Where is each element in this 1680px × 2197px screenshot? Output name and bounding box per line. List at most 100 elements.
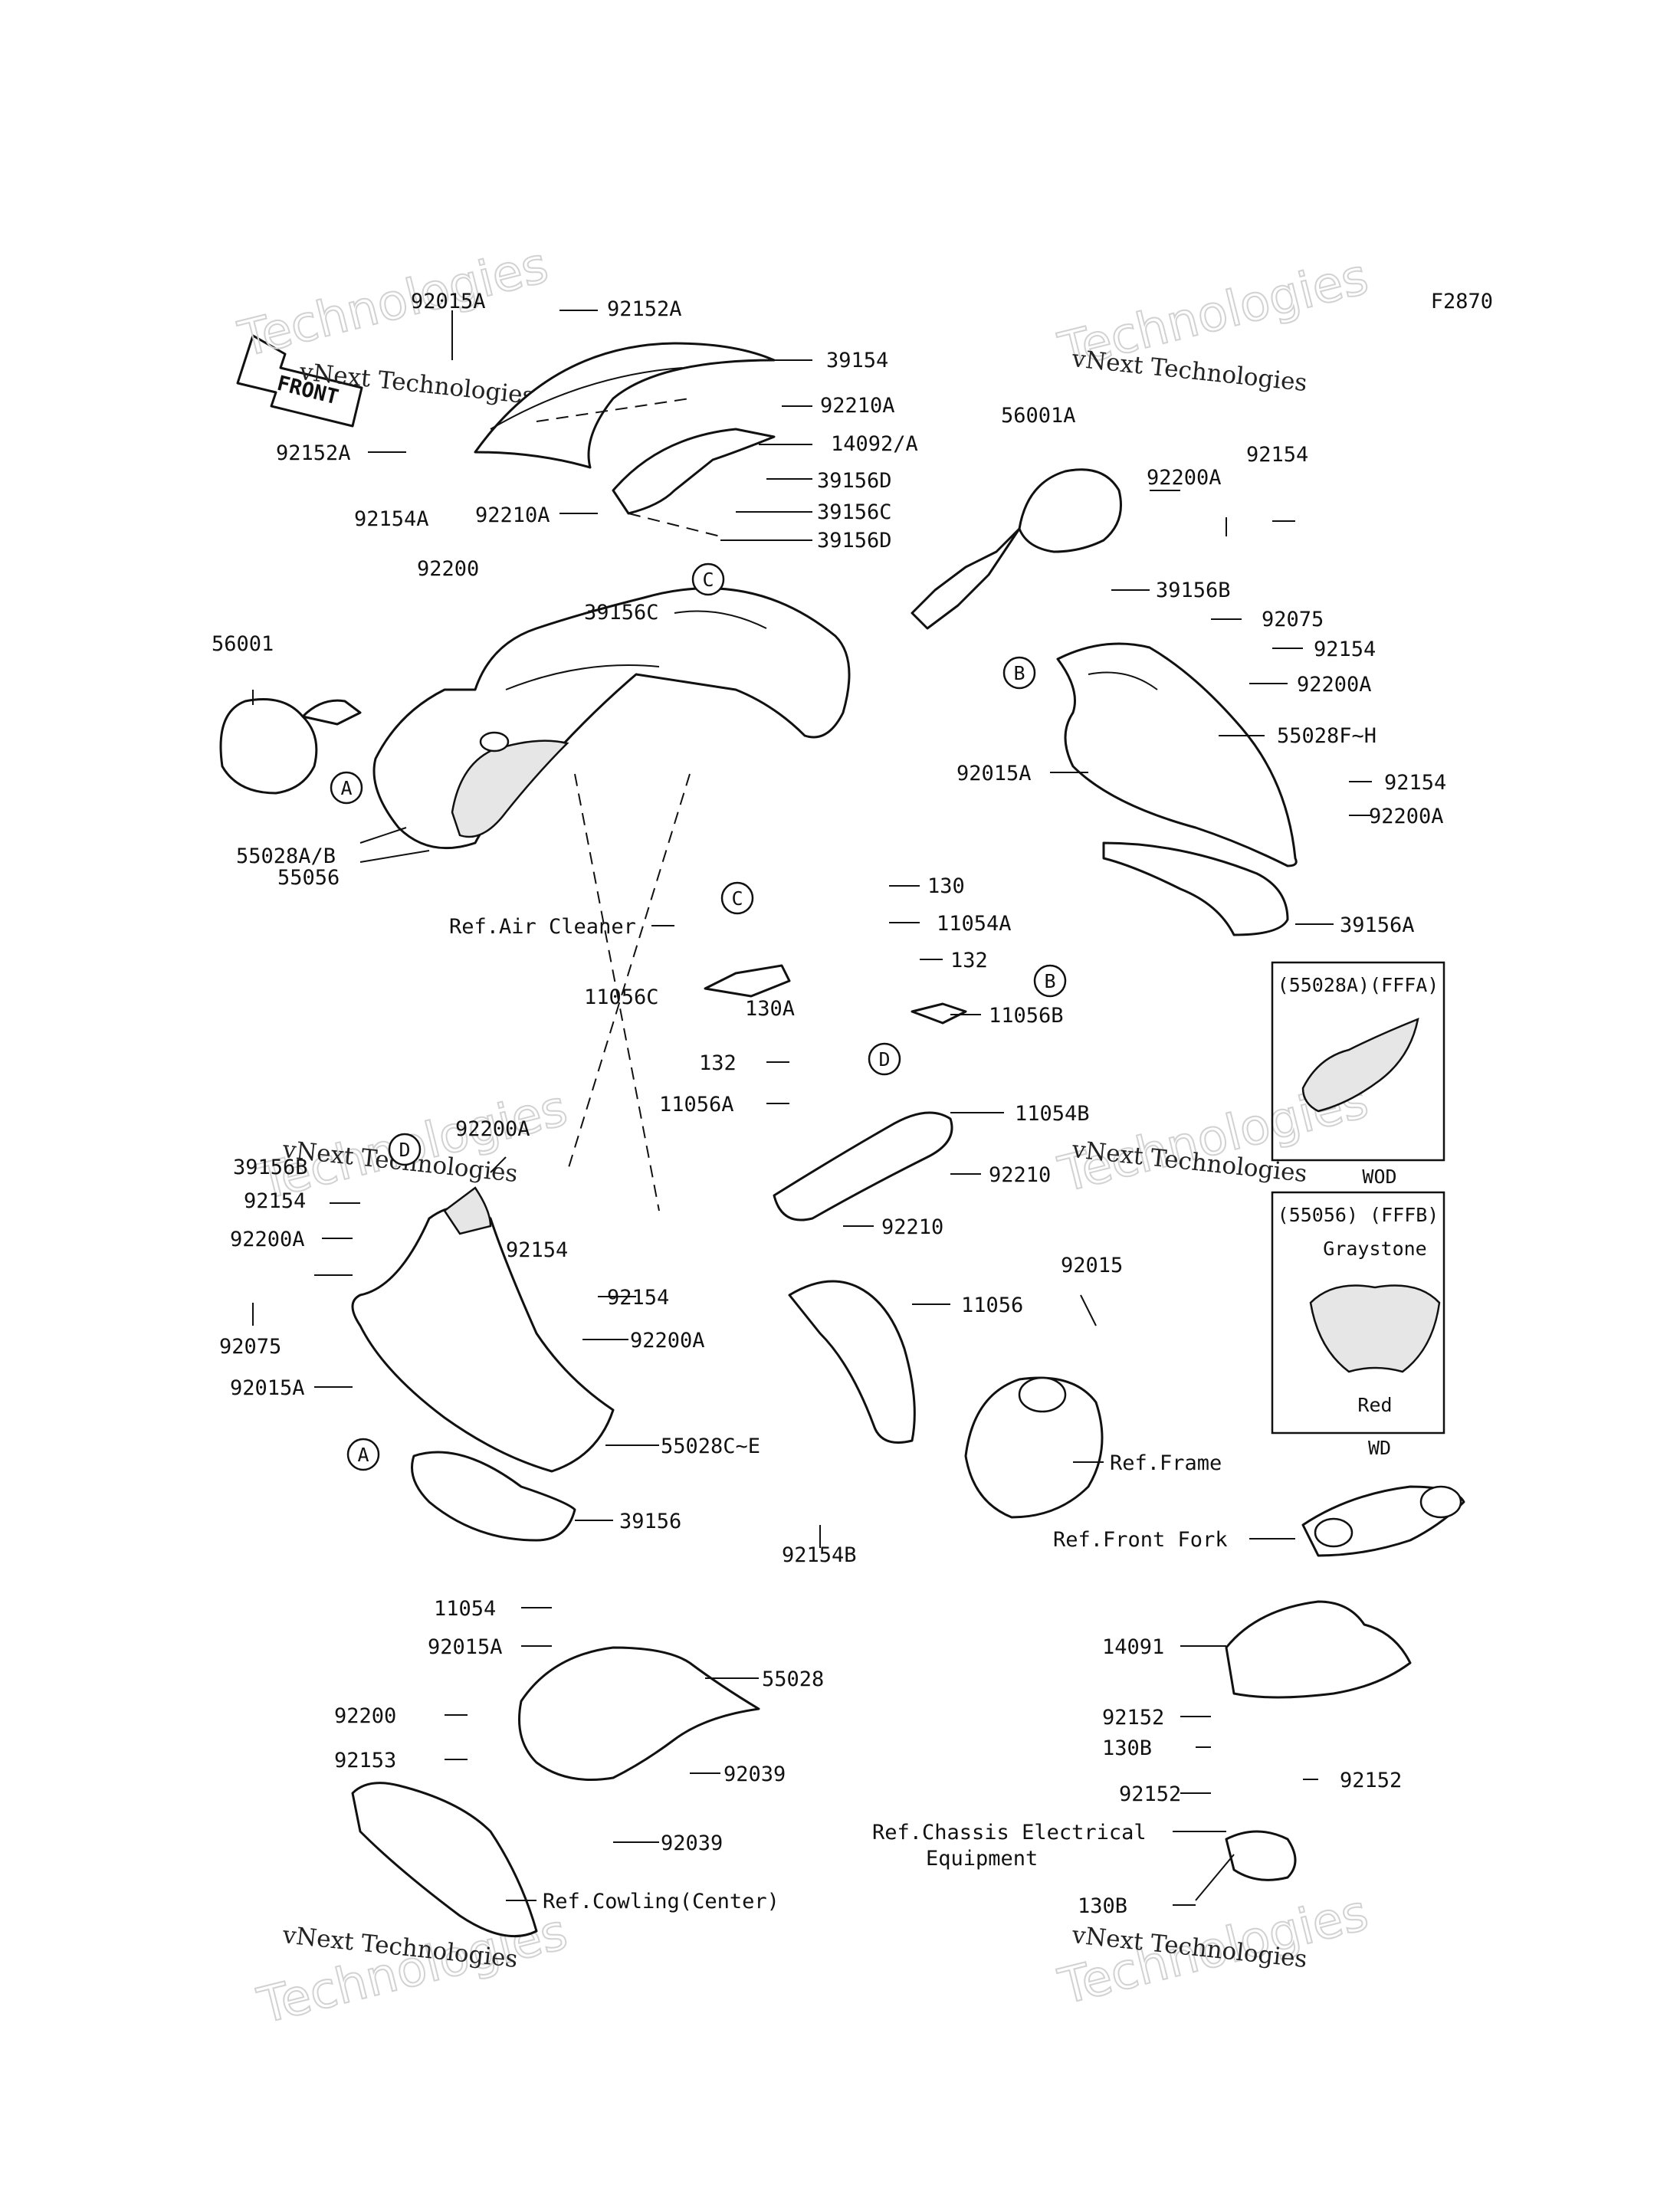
label-130B: 130B [1078, 1894, 1127, 1918]
label-92210: 92210 [989, 1163, 1051, 1187]
label-55028CE: 55028C~E [661, 1435, 760, 1458]
label-11056A: 11056A [659, 1093, 734, 1117]
callout-a-top: A [330, 771, 363, 805]
svg-text:A: A [357, 1444, 369, 1466]
callout-c-mid: C [720, 881, 754, 915]
label-92154: 92154 [506, 1238, 568, 1262]
svg-text:D: D [399, 1139, 410, 1161]
label-92152: 92152 [1119, 1782, 1181, 1806]
label-130B: 130B [1102, 1736, 1152, 1760]
callout-a-left: A [346, 1438, 380, 1471]
label-130A: 130A [745, 997, 795, 1021]
label-92015A: 92015A [428, 1635, 503, 1659]
svg-text:B: B [1013, 662, 1025, 684]
svg-text:B: B [1044, 970, 1055, 992]
left-mirror [219, 698, 362, 795]
inset-wd: (55056) (FFFB) Graystone Red WD [1271, 1191, 1445, 1459]
label-92152: 92152 [1340, 1769, 1402, 1792]
windshield [474, 342, 776, 469]
label-92200: 92200 [334, 1704, 396, 1728]
label-ref-cowling-center: Ref.Cowling(Center) [543, 1890, 779, 1913]
svg-text:Technologies: Technologies [233, 237, 553, 369]
callout-d-mid: D [868, 1042, 901, 1076]
label-92153: 92153 [334, 1749, 396, 1772]
label-92210A: 92210A [475, 503, 550, 527]
label-39156C: 39156C [817, 500, 892, 524]
label-92200A: 92200A [1147, 466, 1222, 490]
cover-14091 [1225, 1600, 1412, 1699]
part-labels: 92015A 92152A 39154 92210A 14092/A 92152… [212, 290, 1446, 1918]
label-11056: 11056 [961, 1294, 1023, 1317]
label-92200A: 92200A [1369, 805, 1444, 828]
right-inner-panel [1102, 841, 1289, 936]
label-ref-air-cleaner: Ref.Air Cleaner [449, 915, 636, 939]
svg-text:C: C [702, 569, 714, 591]
label-92015: 92015 [1061, 1254, 1123, 1277]
label-39156A: 39156A [1340, 913, 1415, 937]
svg-text:(55056) (FFFB): (55056) (FFFB) [1278, 1204, 1439, 1226]
label-92152: 92152 [1102, 1706, 1164, 1730]
label-92075: 92075 [1262, 608, 1324, 631]
inner-cover [518, 1646, 760, 1781]
watermark-2-text: vNext Technologies [1070, 345, 1308, 397]
label-132: 132 [950, 949, 988, 972]
label-39156D: 39156D [817, 529, 892, 553]
label-92210: 92210 [881, 1215, 943, 1239]
label-ref-front-fork: Ref.Front Fork [1053, 1528, 1228, 1552]
label-11056B: 11056B [989, 1004, 1064, 1028]
svg-text:WOD: WOD [1362, 1166, 1396, 1188]
frame-head [964, 1376, 1104, 1519]
label-92200A: 92200A [455, 1117, 530, 1141]
label-92015A: 92015A [411, 290, 486, 313]
label-92039: 92039 [724, 1763, 786, 1786]
upper-cowl [372, 587, 851, 850]
label-92200A: 92200A [230, 1228, 305, 1251]
stay-bracket-11056 [788, 1280, 916, 1444]
callout-b-mid: B [1033, 964, 1067, 998]
svg-text:WD: WD [1368, 1437, 1391, 1459]
callout-c-top: C [691, 562, 725, 596]
cowling-center-ref [351, 1782, 538, 1938]
label-55028FH: 55028F~H [1277, 724, 1376, 748]
label-ref-chassis-electrical: Ref.Chassis Electrical [872, 1821, 1147, 1844]
label-92152A: 92152A [276, 441, 351, 465]
callout-d-left: D [388, 1133, 422, 1166]
label-92039: 92039 [661, 1831, 723, 1855]
label-92200A: 92200A [1297, 673, 1372, 697]
label-39156: 39156 [619, 1510, 681, 1533]
label-14092A: 14092/A [831, 432, 918, 456]
label-92015A: 92015A [230, 1376, 305, 1400]
label-132: 132 [699, 1051, 737, 1075]
inset-wod: (55028A)(FFFA) WOD [1271, 961, 1445, 1188]
svg-text:(55028A)(FFFA): (55028A)(FFFA) [1278, 974, 1439, 996]
label-92075: 92075 [219, 1335, 281, 1359]
figure-code: F2870 [1431, 290, 1493, 313]
svg-text:D: D [878, 1048, 890, 1071]
label-92015A: 92015A [956, 762, 1032, 785]
svg-text:A: A [340, 777, 352, 799]
label-11054: 11054 [434, 1597, 496, 1621]
label-55028AB: 55028A/B [236, 844, 336, 868]
label-39156B: 39156B [233, 1156, 308, 1179]
label-14091: 14091 [1102, 1635, 1164, 1659]
label-55028: 55028 [762, 1667, 824, 1691]
label-56001: 56001 [212, 632, 274, 656]
label-130: 130 [927, 874, 965, 898]
left-side-cowl [351, 1186, 615, 1473]
right-upper-side-cowl [1056, 642, 1298, 867]
label-92154: 92154 [1384, 771, 1446, 795]
label-92154: 92154 [1246, 443, 1308, 467]
label-39156C: 39156C [584, 601, 659, 625]
left-inner-panel [411, 1451, 576, 1542]
label-92210A: 92210A [820, 394, 895, 418]
label-55056: 55056 [277, 866, 340, 890]
right-mirror [911, 468, 1122, 630]
chassis-electrical-ref [1225, 1830, 1297, 1881]
label-56001A: 56001A [1001, 404, 1076, 428]
leader-lines [252, 310, 1372, 1906]
bracket-small-11056C [704, 964, 791, 998]
label-39156D: 39156D [817, 469, 892, 493]
label-92154A: 92154A [354, 507, 429, 531]
stay-bracket-11054B [773, 1111, 953, 1221]
